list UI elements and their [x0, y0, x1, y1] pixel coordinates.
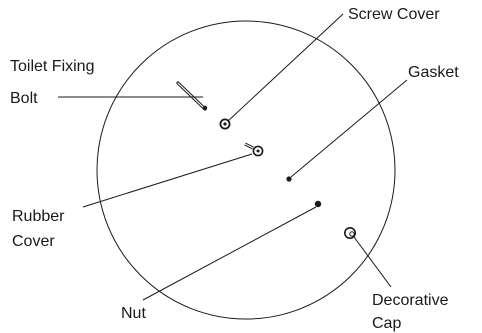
decorative-cap-label-line2: Cap: [372, 315, 401, 332]
toilet-fixing-bolt-label-line2: Bolt: [10, 90, 38, 107]
nut-leader: [142, 206, 317, 301]
nut-part: [314, 200, 322, 208]
decorative-cap-leader: [353, 236, 392, 288]
gasket-leader: [290, 79, 408, 178]
screw-cover-leader: [227, 13, 344, 122]
rubber-cover-label-line1: Rubber: [12, 208, 65, 225]
screw-cover-label: Screw Cover: [348, 6, 440, 23]
decorative-cap-part: [343, 227, 356, 240]
rubber-cover-leader: [82, 153, 253, 208]
toilet-fixing-bolt-part: [176, 81, 208, 111]
gasket-label: Gasket: [408, 64, 459, 81]
screw-cover-part: [219, 118, 231, 130]
toilet-fixing-bolt-label-line1: Toilet Fixing: [10, 58, 94, 75]
nut-label: Nut: [121, 305, 146, 322]
parts-circle-outline: [96, 20, 396, 320]
rubber-cover-part: [244, 142, 264, 157]
gasket-part: [286, 176, 292, 182]
decorative-cap-label-line1: Decorative: [372, 292, 449, 309]
rubber-cover-label-line2: Cover: [12, 233, 55, 250]
